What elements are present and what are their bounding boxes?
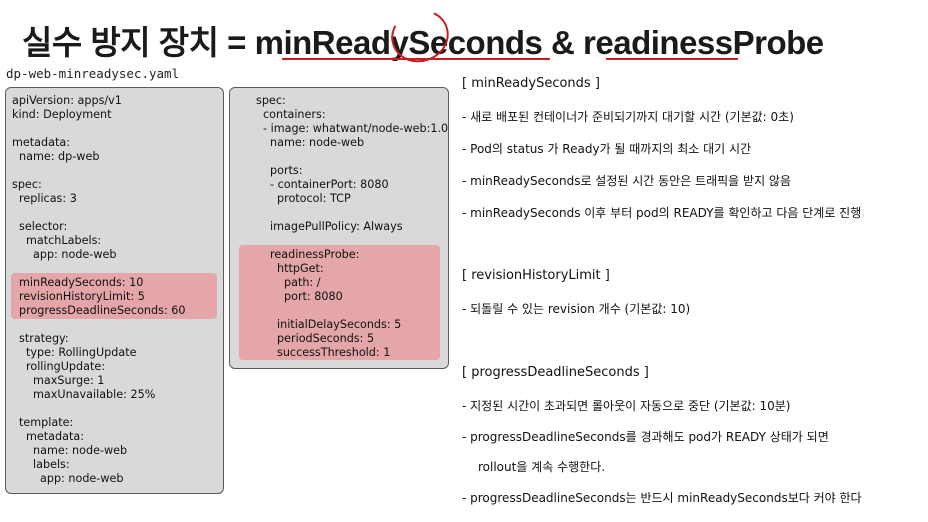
yaml-left-line: maxSurge: 1 (33, 374, 105, 387)
yaml-left-line: spec: (12, 178, 42, 191)
yaml-right-line: spec: (256, 94, 286, 107)
yaml-right-line: readinessProbe: (270, 248, 360, 261)
yaml-left-line: template: (19, 416, 74, 429)
yaml-right-line: initialDelaySeconds: 5 (277, 318, 402, 331)
yaml-panel-right: spec: containers: - image: whatwant/node… (229, 87, 449, 369)
yaml-left-line: metadata: (26, 430, 84, 443)
yaml-right-line: path: / (284, 276, 321, 289)
note-item: - minReadySeconds로 설정된 시간 동안은 트래픽을 받지 않음 (462, 174, 792, 188)
note-item: - 지정된 시간이 초과되면 롤아웃이 자동으로 중단 (기본값: 10분) (462, 399, 791, 413)
title-term-minreadyseconds: minReadySeconds (254, 24, 543, 61)
yaml-left-line: type: RollingUpdate (26, 346, 137, 359)
note-item: - 새로 배포된 컨테이너가 준비되기까지 대기할 시간 (기본값: 0초) (462, 110, 794, 124)
yaml-left-line: metadata: (12, 136, 70, 149)
yaml-left-line: replicas: 3 (19, 192, 77, 205)
yaml-right-line: containers: (263, 108, 326, 121)
yaml-left-line: selector: (19, 220, 68, 233)
note-heading: [ minReadySeconds ] (462, 76, 600, 91)
title-underline-readinessprobe (606, 58, 738, 60)
yaml-right-line: port: 8080 (284, 290, 343, 303)
highlight-deployment-settings (11, 273, 217, 319)
yaml-left-line: name: dp-web (19, 150, 100, 163)
yaml-right-line: ports: (270, 164, 303, 177)
title-prefix: 실수 방지 장치 = (22, 24, 255, 61)
yaml-left-line: matchLabels: (26, 234, 102, 247)
note-heading: [ revisionHistoryLimit ] (462, 268, 610, 283)
yaml-right-line: successThreshold: 1 (277, 346, 391, 359)
yaml-left-line: progressDeadlineSeconds: 60 (19, 304, 186, 317)
yaml-left-line: maxUnavailable: 25% (33, 388, 156, 401)
yaml-left-line: rollingUpdate: (26, 360, 106, 373)
note-item: - progressDeadlineSeconds를 경과해도 pod가 REA… (462, 430, 829, 444)
yaml-left-line: name: node-web (33, 444, 128, 457)
yaml-left-line: app: node-web (40, 472, 124, 485)
yaml-right-line: periodSeconds: 5 (277, 332, 375, 345)
yaml-filename: dp-web-minreadysec.yaml (6, 66, 180, 81)
note-item: - minReadySeconds 이후 부터 pod의 READY를 확인하고… (462, 206, 862, 220)
yaml-left-line: app: node-web (33, 248, 117, 261)
page-title: 실수 방지 장치 = minReadySeconds & readinessPr… (22, 16, 824, 64)
note-heading: [ progressDeadlineSeconds ] (462, 365, 649, 380)
yaml-left-line: minReadySeconds: 10 (19, 276, 144, 289)
highlight-readiness-probe (239, 245, 440, 360)
title-underline-minreadyseconds (282, 58, 550, 60)
yaml-left-line: labels: (33, 458, 70, 471)
yaml-right-line: - containerPort: 8080 (270, 178, 389, 191)
yaml-right-line: protocol: TCP (277, 192, 351, 205)
yaml-left-line: kind: Deployment (12, 108, 112, 121)
note-item: rollout을 계속 수행한다. (478, 460, 606, 474)
yaml-left-line: strategy: (19, 332, 69, 345)
yaml-left-line: revisionHistoryLimit: 5 (19, 290, 145, 303)
title-term-readinessprobe: readinessProbe (583, 24, 824, 61)
note-item: - progressDeadlineSeconds는 반드시 minReadyS… (462, 491, 862, 505)
yaml-right-line: - image: whatwant/node-web:1.0 (263, 122, 449, 135)
yaml-right-line: imagePullPolicy: Always (270, 220, 403, 233)
note-item: - Pod의 status 가 Ready가 될 때까지의 최소 대기 시간 (462, 142, 752, 156)
yaml-right-line: httpGet: (277, 262, 324, 275)
yaml-right-line: name: node-web (270, 136, 365, 149)
yaml-left-line: apiVersion: apps/v1 (12, 94, 122, 107)
note-item: - 되돌릴 수 있는 revision 개수 (기본값: 10) (462, 302, 691, 316)
title-ampersand: & (542, 24, 584, 61)
